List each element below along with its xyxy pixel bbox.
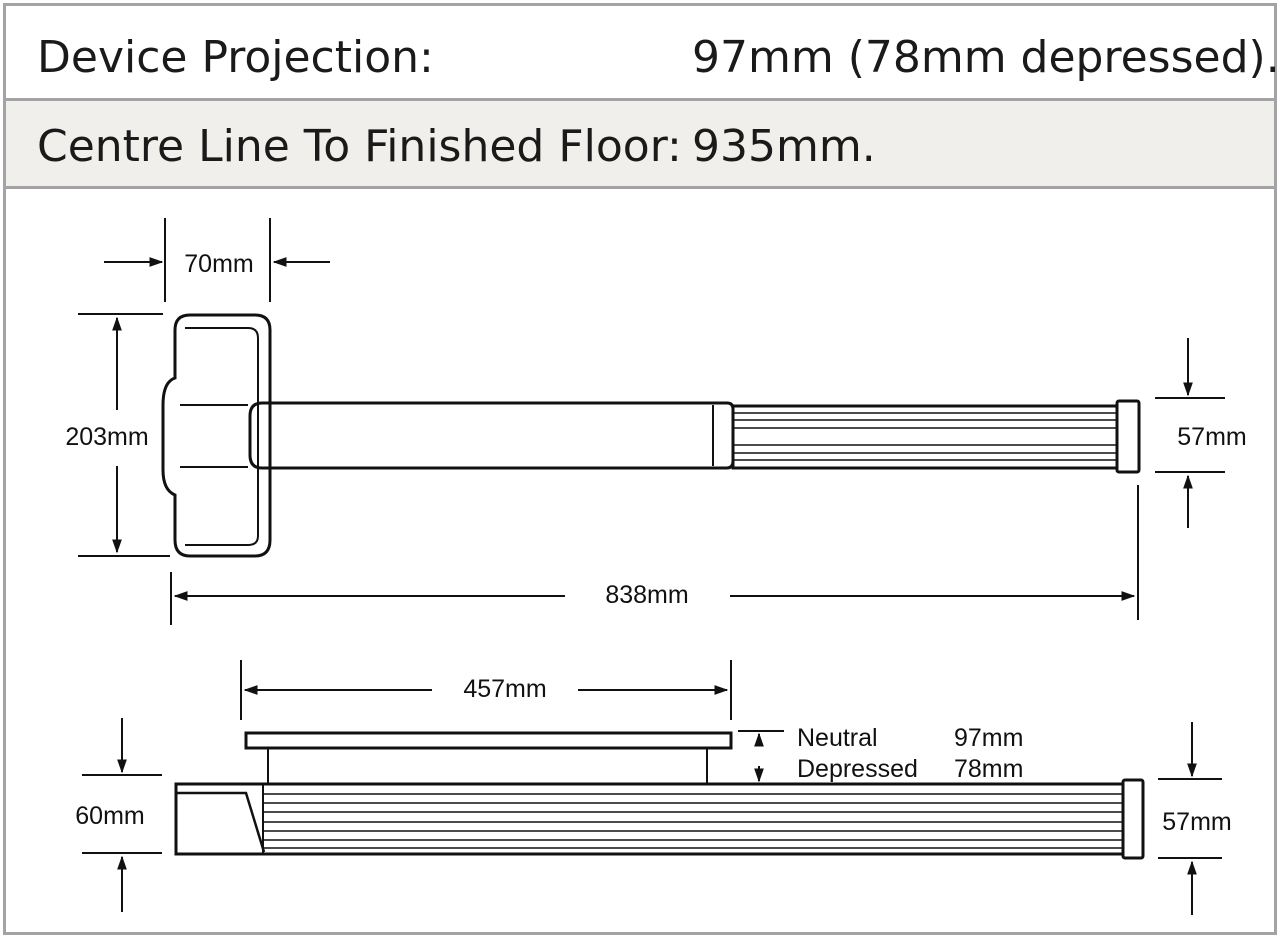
side-view [174, 731, 1145, 860]
spec-row-projection: Device Projection: 97mm (78mm depressed)… [6, 6, 1280, 101]
dim-side-height: 60mm [75, 802, 144, 830]
top-view-dimensions [78, 218, 1225, 625]
main-tube [248, 401, 735, 470]
dim-handle-width: 70mm [184, 250, 253, 278]
dim-handle-height: 203mm [65, 423, 148, 451]
spec-value: 97mm (78mm depressed). [692, 32, 1280, 83]
spec-row-floor-height: Centre Line To Finished Floor: 935mm. [6, 101, 1274, 189]
handle-outline [161, 313, 272, 558]
push-bar [244, 731, 733, 750]
dim-end-cap-top: 57mm [1177, 423, 1246, 451]
dim-neutral-label: Neutral [797, 724, 878, 752]
spec-label: Centre Line To Finished Floor: [37, 121, 682, 172]
dim-bar-length: 457mm [463, 675, 546, 703]
side-view-dimensions [82, 660, 1222, 915]
dim-end-cap-side: 57mm [1162, 808, 1231, 836]
side-end-cap [1121, 778, 1145, 860]
spec-label: Device Projection: [37, 32, 434, 83]
handle-inner-outline [185, 327, 259, 546]
dim-depressed-value: 78mm [954, 755, 1023, 783]
dim-overall-length: 838mm [605, 581, 688, 609]
dim-neutral-value: 97mm [954, 724, 1023, 752]
spec-value: 935mm. [692, 121, 876, 172]
end-cap [1115, 399, 1141, 474]
head-block [176, 791, 266, 853]
top-view [161, 313, 1141, 558]
dim-depressed-label: Depressed [797, 755, 918, 783]
ribbed-housing [731, 404, 1119, 470]
